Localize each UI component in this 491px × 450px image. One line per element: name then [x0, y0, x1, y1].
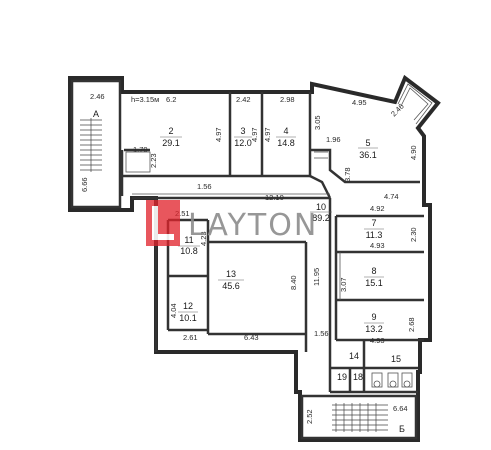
dimension-label: 4.97 — [250, 127, 259, 142]
room-12-number: 12 — [183, 301, 193, 311]
dimension-label: 6.2 — [166, 95, 176, 104]
dimension-label: 11.95 — [312, 268, 321, 286]
dimension-label: 3.07 — [339, 277, 348, 292]
dimension-label: 4.23 — [199, 231, 208, 246]
room-11-number: 11 — [184, 235, 193, 245]
room-13-area: 45.6 — [222, 281, 240, 291]
dimension-label: 12.10 — [265, 193, 284, 202]
dimension-label: 2.51 — [175, 209, 190, 218]
room-19-number: 19 — [337, 372, 347, 382]
dimension-label: 1.70 — [133, 145, 148, 154]
dimension-label: 6.43 — [244, 333, 259, 342]
dimension-label: 2.30 — [409, 227, 418, 242]
room-12-area: 10.1 — [179, 313, 197, 323]
dimension-label: 4.74 — [384, 192, 399, 201]
room-7-number: 7 — [371, 218, 376, 228]
dimension-label: 1.96 — [326, 135, 341, 144]
room-15-number: 15 — [391, 354, 401, 364]
dimension-label: 4.97 — [214, 127, 223, 142]
room-5-area: 36.1 — [359, 150, 377, 160]
ceiling-height-note: h=3.15м — [131, 95, 159, 104]
dimension-label: 4.04 — [169, 303, 178, 318]
room-9-number: 9 — [371, 312, 376, 322]
dimension-label: 4.90 — [409, 145, 418, 160]
dimension-label: 4.97 — [263, 127, 272, 142]
dimension-label: 1.56 — [197, 182, 212, 191]
dimension-label: 4.92 — [370, 204, 385, 213]
layton-watermark: LAYTON — [146, 200, 318, 246]
layton-logo-text: LAYTON — [188, 208, 318, 243]
room-10-area: 89.2 — [312, 213, 330, 223]
dimension-label: 4.95 — [352, 98, 367, 107]
room-9-area: 13.2 — [365, 324, 383, 334]
room-a-label: А — [93, 109, 99, 119]
room-10-number: 10 — [316, 202, 326, 212]
dimension-label: 2.61 — [183, 333, 198, 342]
room-4-area: 14.8 — [277, 138, 295, 148]
dimension-label: 2.46 — [90, 92, 105, 101]
room-2-number: 2 — [168, 126, 173, 136]
bay-window — [397, 83, 433, 125]
dimension-label: 2.42 — [236, 95, 251, 104]
stairwell-a — [70, 79, 122, 209]
stairs-b — [332, 403, 388, 432]
room-8-number: 8 — [371, 266, 376, 276]
dimension-label: 3.05 — [313, 115, 322, 130]
room-14-number: 14 — [349, 351, 359, 361]
stairwell-b — [300, 394, 418, 440]
dimension-label: 1.56 — [314, 329, 329, 338]
dimension-labels: 2.46 6.2 2.42 2.98 4.95 2.46 4.97 4.97 4… — [80, 92, 418, 424]
room-11-area: 10.8 — [180, 246, 198, 256]
room-3-number: 3 — [240, 126, 245, 136]
dimension-label: 2.68 — [407, 317, 416, 332]
dimension-label: 2.23 — [149, 153, 158, 168]
room-7-area: 11.3 — [366, 230, 383, 240]
dimension-label: 6.64 — [393, 404, 408, 413]
room-18-number: 18 — [353, 372, 363, 382]
dimension-label: 4.93 — [370, 336, 385, 345]
stairs-a — [80, 118, 102, 172]
room-8-area: 15.1 — [365, 278, 383, 288]
room-13-number: 13 — [226, 269, 236, 279]
dimension-label: 2.46 — [389, 102, 406, 119]
dimension-label: 4.93 — [370, 241, 385, 250]
dimension-label: 3.78 — [343, 167, 352, 182]
dimension-label: 2.98 — [280, 95, 295, 104]
room-5-number: 5 — [365, 138, 370, 148]
room-2-area: 29.1 — [162, 138, 180, 148]
dimension-label: 6.66 — [80, 177, 89, 192]
room-b-label: Б — [399, 424, 405, 434]
dimension-label: 8.40 — [289, 275, 298, 290]
dimension-label: 2.52 — [305, 409, 314, 424]
room-3-area: 12.0 — [234, 138, 252, 148]
room-4-number: 4 — [283, 126, 288, 136]
